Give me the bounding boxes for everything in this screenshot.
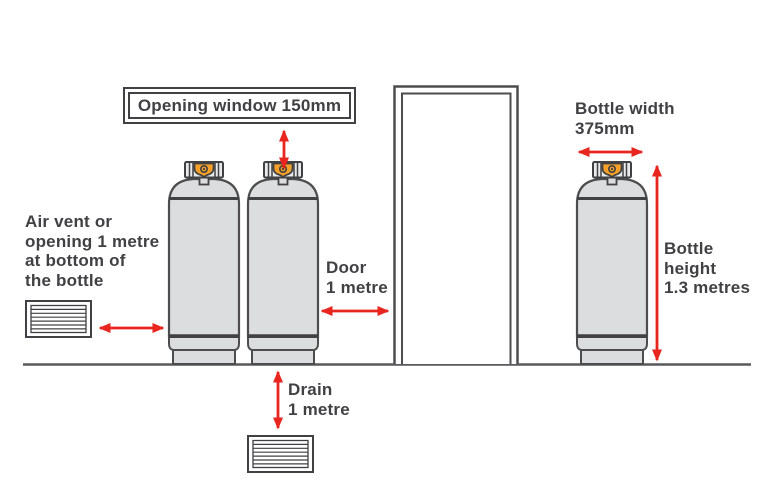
air-vent-grille-icon: [25, 300, 92, 338]
door-label: Door 1 metre: [326, 258, 388, 297]
opening-window-callout-inner: Opening window 150mm: [128, 92, 351, 119]
opening-window-label: Opening window 150mm: [137, 95, 342, 115]
gas-bottle-middle: [246, 160, 320, 366]
bottle-width-label: Bottle width 375mm: [575, 99, 675, 138]
drain-label: Drain 1 metre: [288, 380, 350, 419]
opening-window-callout-box: Opening window 150mm: [123, 87, 356, 124]
bottle-height-label: Bottle height 1.3 metres: [664, 239, 751, 297]
drain-grille-icon: [247, 435, 314, 473]
air-vent-label: Air vent or opening 1 metre at bottom of…: [25, 212, 160, 290]
gas-bottle-right: [575, 160, 649, 366]
door-frame: [393, 85, 519, 364]
